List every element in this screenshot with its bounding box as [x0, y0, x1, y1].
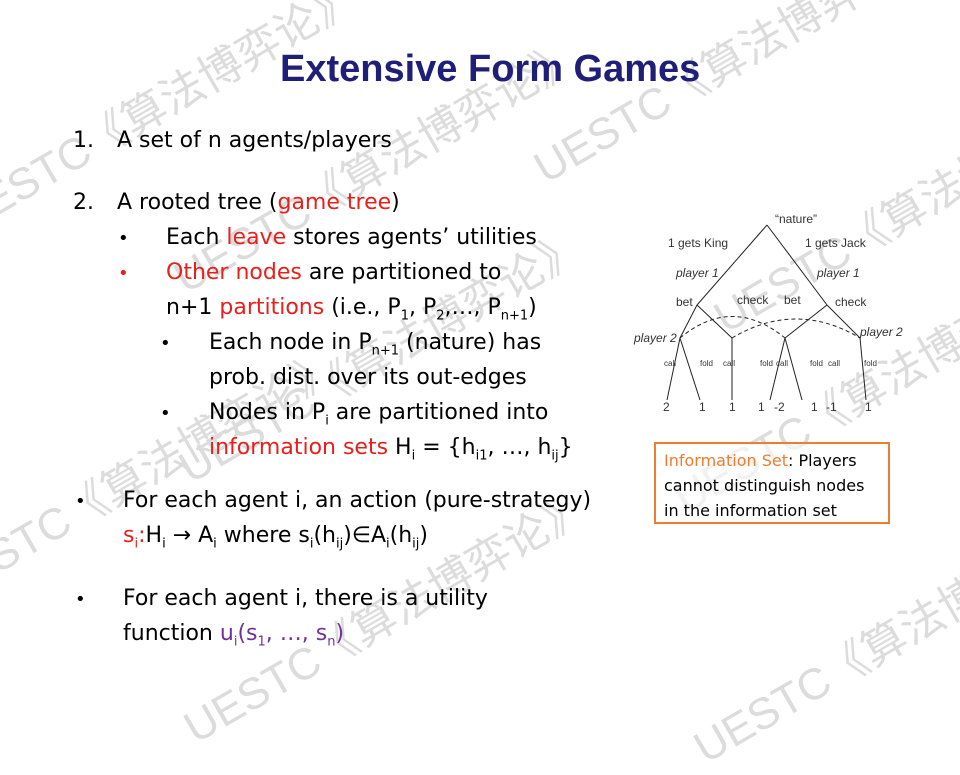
nature-label: “nature”: [775, 212, 817, 226]
payoff: 1: [729, 400, 736, 414]
payoff: 1: [699, 400, 706, 414]
action-label: fold: [700, 359, 713, 368]
information-set-note: Information Set: Players cannot distingu…: [654, 442, 890, 524]
action-label: call: [776, 359, 788, 368]
bullet: •: [75, 491, 86, 512]
bullet-text: Other nodes are partitioned to: [166, 260, 502, 285]
watermark: UESTC《算法博弈论》: [176, 481, 597, 753]
payoff: -1: [826, 400, 837, 414]
bullet-text: Each leave stores agents’ utilities: [166, 225, 537, 250]
bullet-text: Each node in Pn+1 (nature) has: [209, 330, 542, 359]
bullet-text: information sets Hi = {hi1, …, hij}: [209, 435, 573, 464]
edge-label: 1 gets King: [668, 236, 728, 250]
action-label: check: [835, 295, 867, 309]
bullet-text: prob. dist. over its out-edges: [209, 365, 527, 390]
watermark: UESTC《算法博弈论》: [686, 501, 960, 773]
action-label: bet: [784, 293, 801, 307]
note-text: cannot distinguish nodes: [664, 476, 865, 495]
bullet-text: function ui(s1, …, sn): [123, 621, 345, 650]
item-text: A rooted tree (game tree): [117, 190, 400, 215]
note-text: : Players: [787, 451, 857, 470]
action-label: call: [664, 359, 676, 368]
item-text: A set of n agents/players: [117, 128, 392, 153]
action-label: call: [723, 359, 735, 368]
bullet: •: [75, 589, 86, 610]
action-label: call: [828, 359, 840, 368]
bullet-text: For each agent i, there is a utility: [123, 586, 488, 611]
action-label: fold: [864, 359, 877, 368]
note-label: Information Set: [664, 451, 788, 470]
payoff: -2: [774, 400, 785, 414]
payoff: 2: [663, 400, 670, 414]
bullet: •: [160, 333, 171, 354]
bullet: •: [160, 403, 171, 424]
payoff: 1: [865, 400, 872, 414]
payoff: 1: [758, 400, 765, 414]
player-label: player 2: [633, 331, 677, 345]
watermark: UESTC《算法博弈论》: [526, 0, 947, 193]
payoff: 1: [811, 400, 818, 414]
item-number: 2.: [73, 190, 94, 215]
note-text: in the information set: [664, 501, 837, 520]
item-number: 1.: [73, 128, 94, 153]
bullet: •: [118, 263, 129, 284]
bullet: •: [118, 228, 129, 249]
action-label: check: [737, 293, 769, 307]
player-label: player 2: [859, 325, 903, 339]
player-label: player 1: [675, 266, 719, 280]
bullet-text: Nodes in Pi are partitioned into: [209, 400, 549, 429]
player-label: player 1: [816, 266, 860, 280]
action-label: fold: [760, 359, 773, 368]
bullet-text: For each agent i, an action (pure-strate…: [123, 488, 592, 513]
action-label: fold: [810, 359, 823, 368]
slide-title: Extensive Form Games: [280, 48, 701, 90]
action-label: bet: [676, 295, 693, 309]
bullet-text: n+1 partitions (i.e., P1, P2,…, Pn+1): [166, 295, 537, 324]
game-tree-diagram: “nature” 1 gets King 1 gets Jack player …: [633, 212, 903, 414]
edge-label: 1 gets Jack: [805, 236, 867, 250]
bullet-text: si:Hi → Ai where si(hij)∈Ai(hij): [123, 523, 428, 552]
